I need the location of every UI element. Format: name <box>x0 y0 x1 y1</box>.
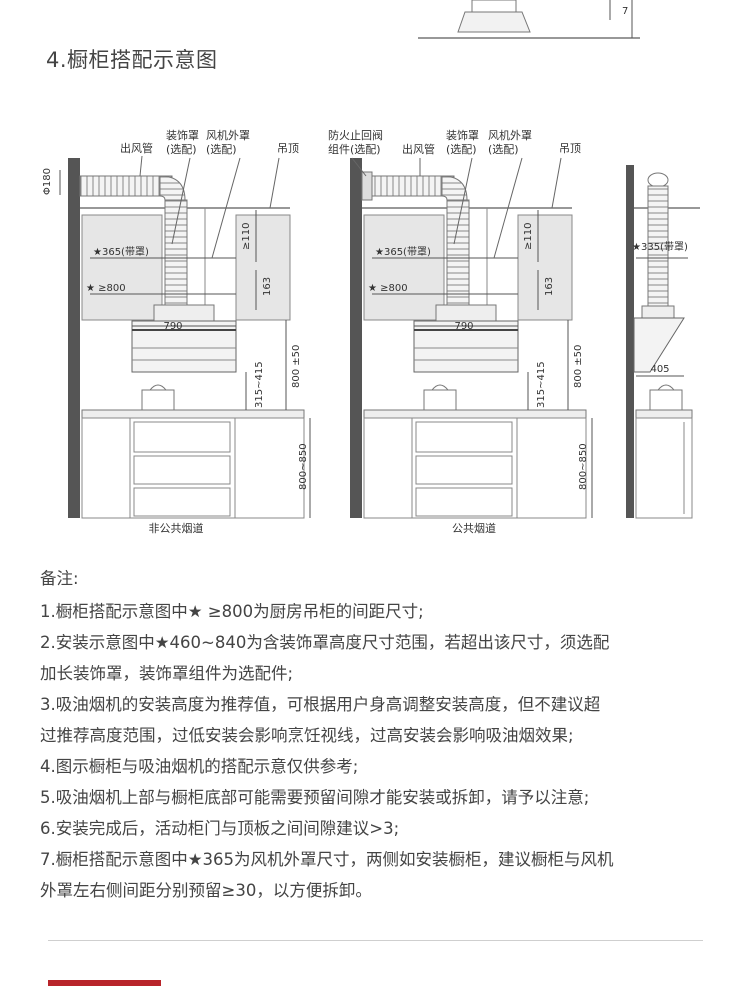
ceiling-label: 吊顶 <box>277 142 299 155</box>
h110-label-2: ≥110 <box>523 223 534 250</box>
fire-valve-optional: 组件(选配) <box>328 142 381 156</box>
h163-label-2: 163 <box>544 277 555 296</box>
h800-850-label-2: 800~850 <box>578 443 589 490</box>
width-790-label: 790 <box>163 321 182 332</box>
note-line: 3.吸油烟机的安装高度为推荐值，可根据用户身高调整安装高度，但不建议超 <box>40 695 601 714</box>
phi180-label: Φ180 <box>42 168 53 195</box>
notes-heading: 备注: <box>40 569 79 588</box>
decor-cover-label-2: 装饰罩 <box>446 128 479 142</box>
star800-label: ★ ≥800 <box>86 283 126 294</box>
diagram-side: ★335(带罩) 405 <box>626 165 700 519</box>
notes-section: 备注: 1.橱柜搭配示意图中★ ≥800为厨房吊柜的间距尺寸; 2.安装示意图中… <box>40 563 720 906</box>
decor-cover-optional-2: (选配) <box>446 143 477 156</box>
divider <box>48 940 703 941</box>
ceiling-label-2: 吊顶 <box>559 142 581 155</box>
note-line: 2.安装示意图中★460~840为含装饰罩高度尺寸范围，若超出该尺寸，须选配 <box>40 633 610 652</box>
note-line: 加长装饰罩，装饰罩组件为选配件; <box>40 664 294 683</box>
h800-50-label-2: 800 ±50 <box>573 345 584 388</box>
h800-50-label: 800 ±50 <box>291 345 302 388</box>
width-790-label-2: 790 <box>454 321 473 332</box>
note-line: 过推荐高度范围，过低安装会影响烹饪视线，过高安装会影响吸油烟效果; <box>40 726 574 745</box>
width-405-label: 405 <box>650 364 669 375</box>
diagram-middle: 790 ★365(带罩) ★ ≥800 ≥110 163 800 ±50 315… <box>328 128 593 535</box>
star800-label-2: ★ ≥800 <box>368 283 408 294</box>
h315-label-2: 315~415 <box>536 361 547 408</box>
top-dim: 7 <box>622 6 628 17</box>
note-line: 4.图示橱柜与吸油烟机的搭配示意仅供参考; <box>40 757 359 776</box>
exhaust-pipe-label-2: 出风管 <box>402 142 435 156</box>
footer-accent-bar <box>48 980 161 986</box>
fire-valve-label: 防火止回阀 <box>328 128 383 142</box>
diagram-left: Φ180 790 ★365(带罩) ★ ≥800 <box>42 128 311 535</box>
note-line: 6.安装完成后，活动柜门与顶板之间间隙建议>3; <box>40 819 400 838</box>
h110-label: ≥110 <box>241 223 252 250</box>
fan-cover-label-2: 风机外罩 <box>488 128 532 142</box>
h315-label: 315~415 <box>254 361 265 408</box>
fan-cover-label: 风机外罩 <box>206 128 250 142</box>
note-line: 5.吸油烟机上部与橱柜底部可能需要预留间隙才能安装或拆卸，请予以注意; <box>40 788 590 807</box>
note-line: 7.橱柜搭配示意图中★365为风机外罩尺寸，两侧如安装橱柜，建议橱柜与风机 <box>40 850 614 869</box>
cabinet-installation-diagram: 7 Φ180 790 ★3 <box>42 0 700 535</box>
fan-cover-optional-2: (选配) <box>488 143 519 156</box>
note-line: 外罩左右侧间距分别预留≥30，以方便拆卸。 <box>40 881 372 900</box>
top-remnant: 7 <box>418 0 640 39</box>
star365-label: ★365(带罩) <box>93 246 149 258</box>
star365-label-2: ★365(带罩) <box>375 246 431 258</box>
note-line: 1.橱柜搭配示意图中★ ≥800为厨房吊柜的间距尺寸; <box>40 602 424 621</box>
h800-850-label: 800~850 <box>298 443 309 490</box>
exhaust-pipe-label: 出风管 <box>120 141 153 155</box>
star335-label: ★335(带罩) <box>632 241 688 253</box>
caption-left: 非公共烟道 <box>149 521 204 535</box>
h163-label: 163 <box>262 277 273 296</box>
section-title: 4.橱柜搭配示意图 <box>46 48 218 72</box>
wall <box>68 158 80 518</box>
decor-cover-label: 装饰罩 <box>166 128 199 142</box>
decor-cover-optional: (选配) <box>166 143 197 156</box>
caption-right: 公共烟道 <box>452 521 496 535</box>
fan-cover-optional: (选配) <box>206 143 237 156</box>
